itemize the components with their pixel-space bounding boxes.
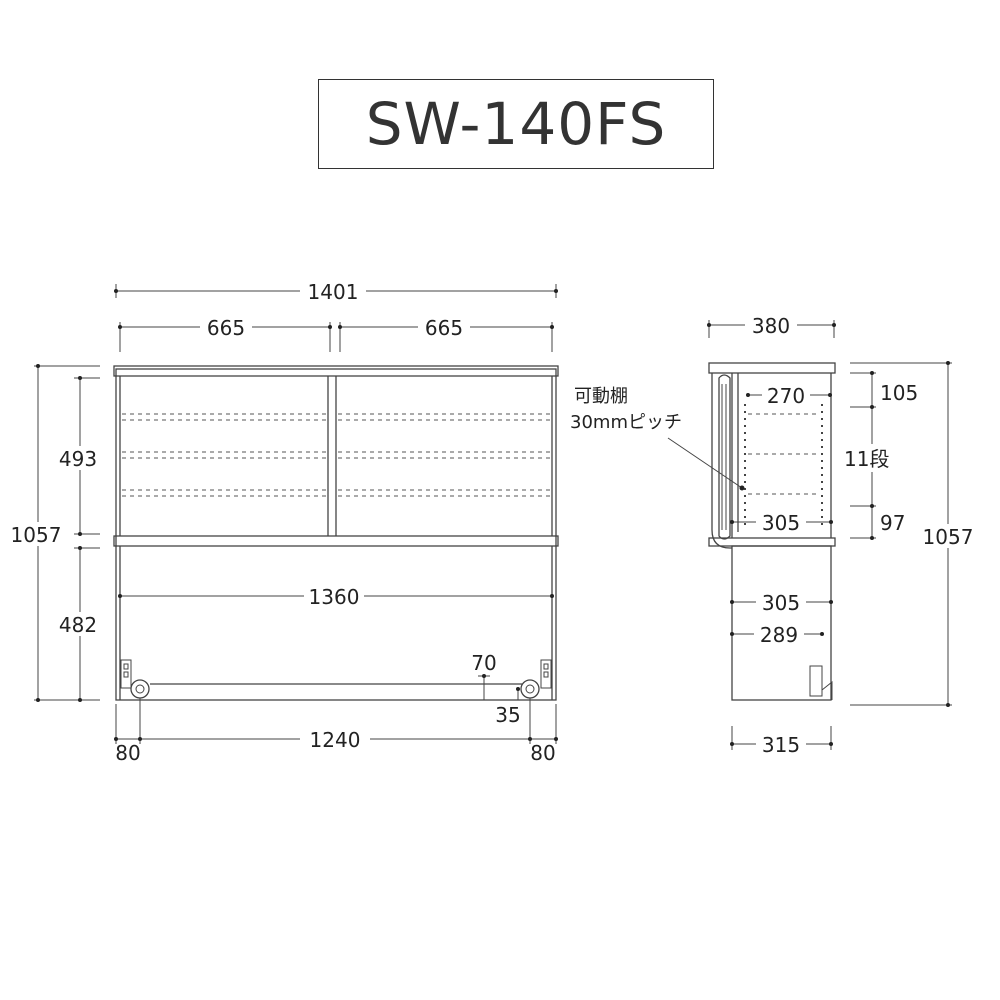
dim-front-caster-span: 1240 bbox=[310, 728, 361, 752]
model-title: SW-140FS bbox=[365, 90, 667, 158]
front-view: 1401 665 665 1057 493 482 bbox=[6, 279, 559, 765]
dim-side-shelf-depth-bottom: 305 bbox=[762, 511, 800, 535]
caster-left bbox=[130, 679, 150, 699]
dim-front-total-width: 1401 bbox=[308, 280, 359, 304]
dim-front-caster-height: 70 bbox=[471, 651, 496, 675]
dim-side-bottom-gap: 97 bbox=[880, 511, 905, 535]
front-cabinet-outline bbox=[115, 368, 557, 701]
dim-side-base-depth: 315 bbox=[762, 733, 800, 757]
dim-front-total-height: 1057 bbox=[11, 523, 62, 547]
note-pitch: 30mmピッチ bbox=[570, 412, 682, 433]
dim-side-total-height: 1057 bbox=[923, 525, 974, 549]
dim-side-lower-depth: 305 bbox=[762, 591, 800, 615]
dim-front-inner-width: 1360 bbox=[309, 585, 360, 609]
dim-side-shelf-depth-top: 270 bbox=[767, 384, 805, 408]
dim-front-caster-right: 80 bbox=[530, 741, 555, 765]
side-view: 380 270 305 305 289 315 bbox=[570, 313, 980, 757]
dim-front-half-left: 665 bbox=[207, 316, 245, 340]
note-adjustable-shelf: 可動棚 bbox=[574, 386, 628, 407]
dim-front-half-right: 665 bbox=[425, 316, 463, 340]
side-top-board bbox=[708, 362, 836, 374]
caster-bracket-left bbox=[120, 659, 132, 689]
front-top-board bbox=[113, 365, 559, 377]
dim-front-caster-inset: 35 bbox=[495, 703, 520, 727]
side-caster-bracket bbox=[809, 665, 823, 697]
note-leader-line bbox=[667, 437, 743, 489]
dim-front-lower-height: 482 bbox=[59, 613, 97, 637]
dim-front-upper-height: 493 bbox=[59, 447, 97, 471]
dim-side-lower-inner-depth: 289 bbox=[760, 623, 798, 647]
side-lower-case bbox=[731, 545, 832, 701]
caster-right bbox=[520, 679, 540, 699]
dim-side-top-gap: 105 bbox=[880, 381, 918, 405]
dim-side-shelf-count: 11段 bbox=[844, 447, 889, 471]
dim-front-caster-left: 80 bbox=[115, 741, 140, 765]
caster-bracket-right bbox=[540, 659, 552, 689]
title-box: SW-140FS bbox=[318, 79, 714, 169]
side-door-profile bbox=[711, 373, 732, 549]
front-middle-board bbox=[113, 535, 559, 547]
dim-side-depth-top: 380 bbox=[752, 314, 790, 338]
